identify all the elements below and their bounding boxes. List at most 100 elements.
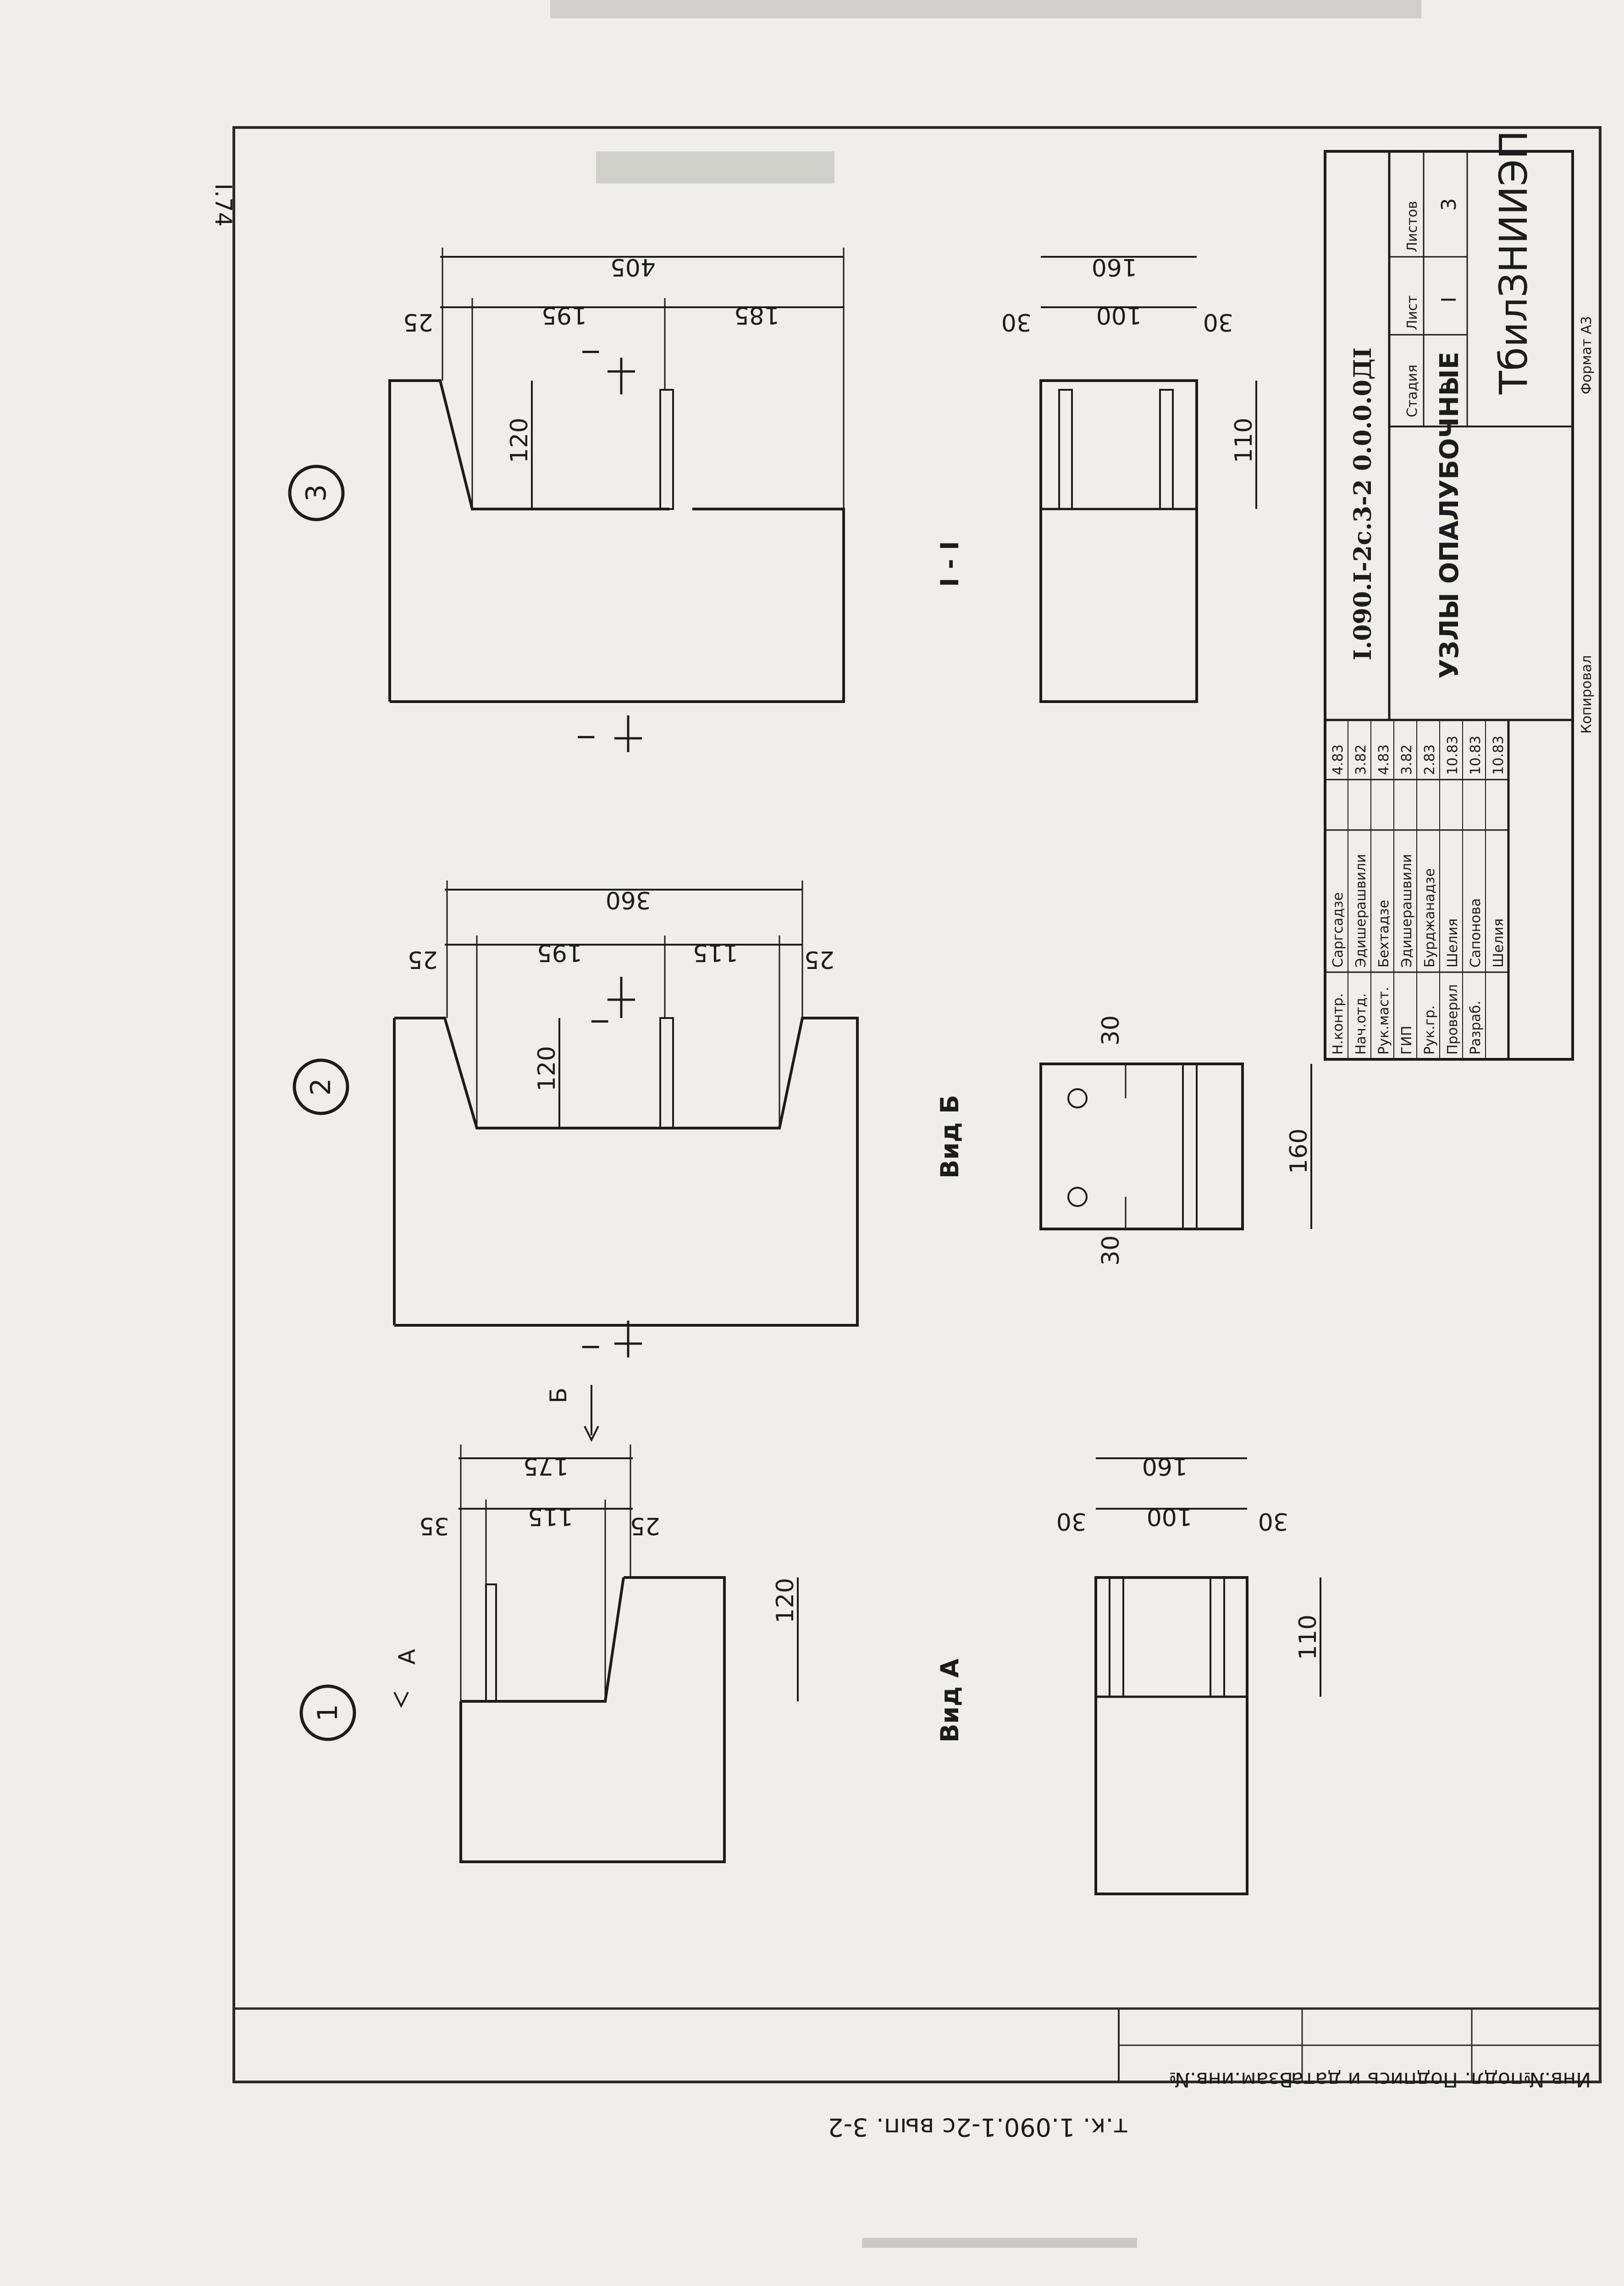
- dim-n3-185: 185: [734, 301, 779, 329]
- sig-name: Шелия: [1491, 919, 1507, 968]
- dim-n3-120: 120: [506, 418, 533, 463]
- section-title: I - I: [935, 541, 964, 587]
- view-b-body: [1039, 1063, 1244, 1230]
- margin-label-inv: Инв.№подл.: [1464, 2068, 1591, 2091]
- sig-date: 4.83: [1376, 744, 1392, 775]
- view-a-arrow-label: А: [394, 1649, 420, 1665]
- dim-va-30b: 30: [1258, 1507, 1288, 1535]
- node-1-number: 1: [312, 1704, 344, 1721]
- dim-n1-120: 120: [772, 1578, 799, 1623]
- margin-label-replace: Взам.инв.№: [1169, 2068, 1293, 2091]
- view-b: 30 30 160 Вид Б: [935, 1015, 1313, 1266]
- dim-n1-25: 25: [630, 1512, 660, 1539]
- node-3-insert: [659, 389, 674, 510]
- node-1-insert: [485, 1583, 497, 1702]
- sheet-title: УЗЛЫ ОПАЛУБОЧНЫЕ: [1435, 352, 1464, 679]
- album-label: т.к. 1.090.1-2с вып. 3-2: [828, 2113, 1128, 2142]
- sig-name: Эдишерашвили: [1353, 854, 1369, 968]
- dim-n2-360: 360: [606, 886, 651, 913]
- node-2-number: 2: [305, 1078, 337, 1096]
- view-a: 30 100 30 160 110 Вид А: [935, 1452, 1322, 1895]
- margin-label-sign: Подпись и дата: [1291, 2068, 1458, 2091]
- sig-date: 4.83: [1330, 744, 1346, 775]
- dim-sec-110: 110: [1230, 418, 1258, 463]
- sheet-frame: [232, 126, 1602, 2083]
- sig-date: 3.82: [1353, 744, 1369, 775]
- sheet-code: I.090.I-2с.3-2 0.0.0.0ДI: [1349, 347, 1377, 660]
- node-3-section-mark-bottom: I: [572, 734, 599, 741]
- node-2-outline: [394, 1017, 859, 1327]
- margin-stamp: Инв.№подл. Подпись и дата Взам.инв.№: [1118, 2008, 1601, 2091]
- sig-name: Шелия: [1445, 919, 1461, 968]
- sig-role: Проверил: [1445, 984, 1461, 1055]
- dim-vb-30a: 30: [1097, 1015, 1125, 1046]
- sig-name: Саргсадзе: [1330, 892, 1346, 968]
- node-1-outline: [459, 1576, 726, 1863]
- sig-date: 10.83: [1445, 736, 1461, 775]
- sheets-header: Листов: [1404, 201, 1420, 252]
- corner-mark: I.74: [210, 183, 237, 227]
- view-b-hole-1: [1067, 1088, 1088, 1108]
- sheet-value: I: [1437, 297, 1461, 303]
- dim-sec-160: 160: [1092, 253, 1137, 281]
- dim-n2-25b: 25: [804, 946, 834, 973]
- stage-header: Стадия: [1404, 365, 1420, 417]
- dim-n2-195: 195: [537, 939, 582, 966]
- sig-date: 10.83: [1491, 736, 1507, 775]
- view-a-body: [1094, 1576, 1248, 1895]
- node-3: 3 25 195 185 405 120 I I: [288, 248, 845, 752]
- sig-name: Бехтадзе: [1376, 900, 1392, 968]
- sig-role: Рук.маст.: [1376, 987, 1392, 1055]
- sig-date: 10.83: [1468, 736, 1484, 775]
- dim-vb-160: 160: [1285, 1129, 1313, 1174]
- sig-role: Нач.отд.: [1353, 993, 1369, 1055]
- sig-date: 2.83: [1422, 744, 1438, 775]
- sig-role: ГИП: [1399, 1026, 1415, 1055]
- dim-n1-35: 35: [419, 1512, 449, 1539]
- view-b-arrow-label: Б: [545, 1388, 572, 1403]
- dim-n2-120: 120: [533, 1046, 561, 1091]
- copied-label: Копировал: [1579, 655, 1595, 734]
- scan-streak-bottom: [862, 2238, 1137, 2248]
- dim-va-110: 110: [1294, 1615, 1322, 1660]
- node-3-number: 3: [300, 484, 332, 502]
- sig-date: 3.82: [1399, 744, 1415, 775]
- dim-n3-195: 195: [541, 301, 587, 329]
- dim-sec-30a: 30: [1001, 308, 1032, 336]
- dim-n3-405: 405: [610, 253, 656, 281]
- stage-value: Р: [1437, 382, 1461, 394]
- dim-n1-115: 115: [528, 1503, 573, 1530]
- sig-name: Бурджанадзе: [1422, 868, 1438, 968]
- dim-va-160: 160: [1142, 1452, 1188, 1480]
- sheets-value: 3: [1437, 198, 1461, 211]
- node-2: 2 25 195 115 25 360 120 I I: [293, 880, 859, 1357]
- node-3-outline: [390, 508, 845, 703]
- dim-n2-25a: 25: [408, 946, 438, 973]
- node-2-section-mark-bottom: I: [577, 1344, 603, 1351]
- view-b-hole-2: [1067, 1187, 1088, 1207]
- section-1-1: 30 100 30 160 110 I - I: [935, 253, 1258, 703]
- node-3-marker: [288, 465, 345, 521]
- signature-table: Н.контр.Саргсадзе4.83Нач.отд.Эдишерашвил…: [1324, 719, 1510, 1061]
- sig-name: Сапонова: [1468, 898, 1484, 968]
- node-2-section-mark-top: I: [586, 1018, 613, 1025]
- scan-streak: [550, 0, 1421, 18]
- sig-name: Эдишерашвили: [1399, 854, 1415, 968]
- node-1-marker: [299, 1684, 356, 1741]
- dim-n3-25: 25: [403, 308, 433, 336]
- dim-sec-30b: 30: [1203, 308, 1233, 336]
- node-2-marker: [293, 1058, 349, 1115]
- section-body: [1039, 379, 1198, 703]
- dim-sec-100: 100: [1096, 301, 1142, 329]
- dim-n1-175: 175: [523, 1452, 569, 1480]
- scan-smudge: [596, 151, 834, 183]
- organization: ТбилЗНИИЭП: [1491, 130, 1536, 395]
- dim-vb-30b: 30: [1097, 1235, 1125, 1266]
- view-a-title: Вид А: [935, 1659, 964, 1743]
- title-block: I.090.I-2с.3-2 0.0.0.0ДI УЗЛЫ ОПАЛУБОЧНЫ…: [1324, 130, 1595, 1061]
- view-b-title: Вид Б: [935, 1095, 964, 1179]
- dim-va-100: 100: [1147, 1503, 1192, 1530]
- sig-role: Рук.гр.: [1422, 1005, 1438, 1055]
- node-2-insert: [659, 1017, 674, 1129]
